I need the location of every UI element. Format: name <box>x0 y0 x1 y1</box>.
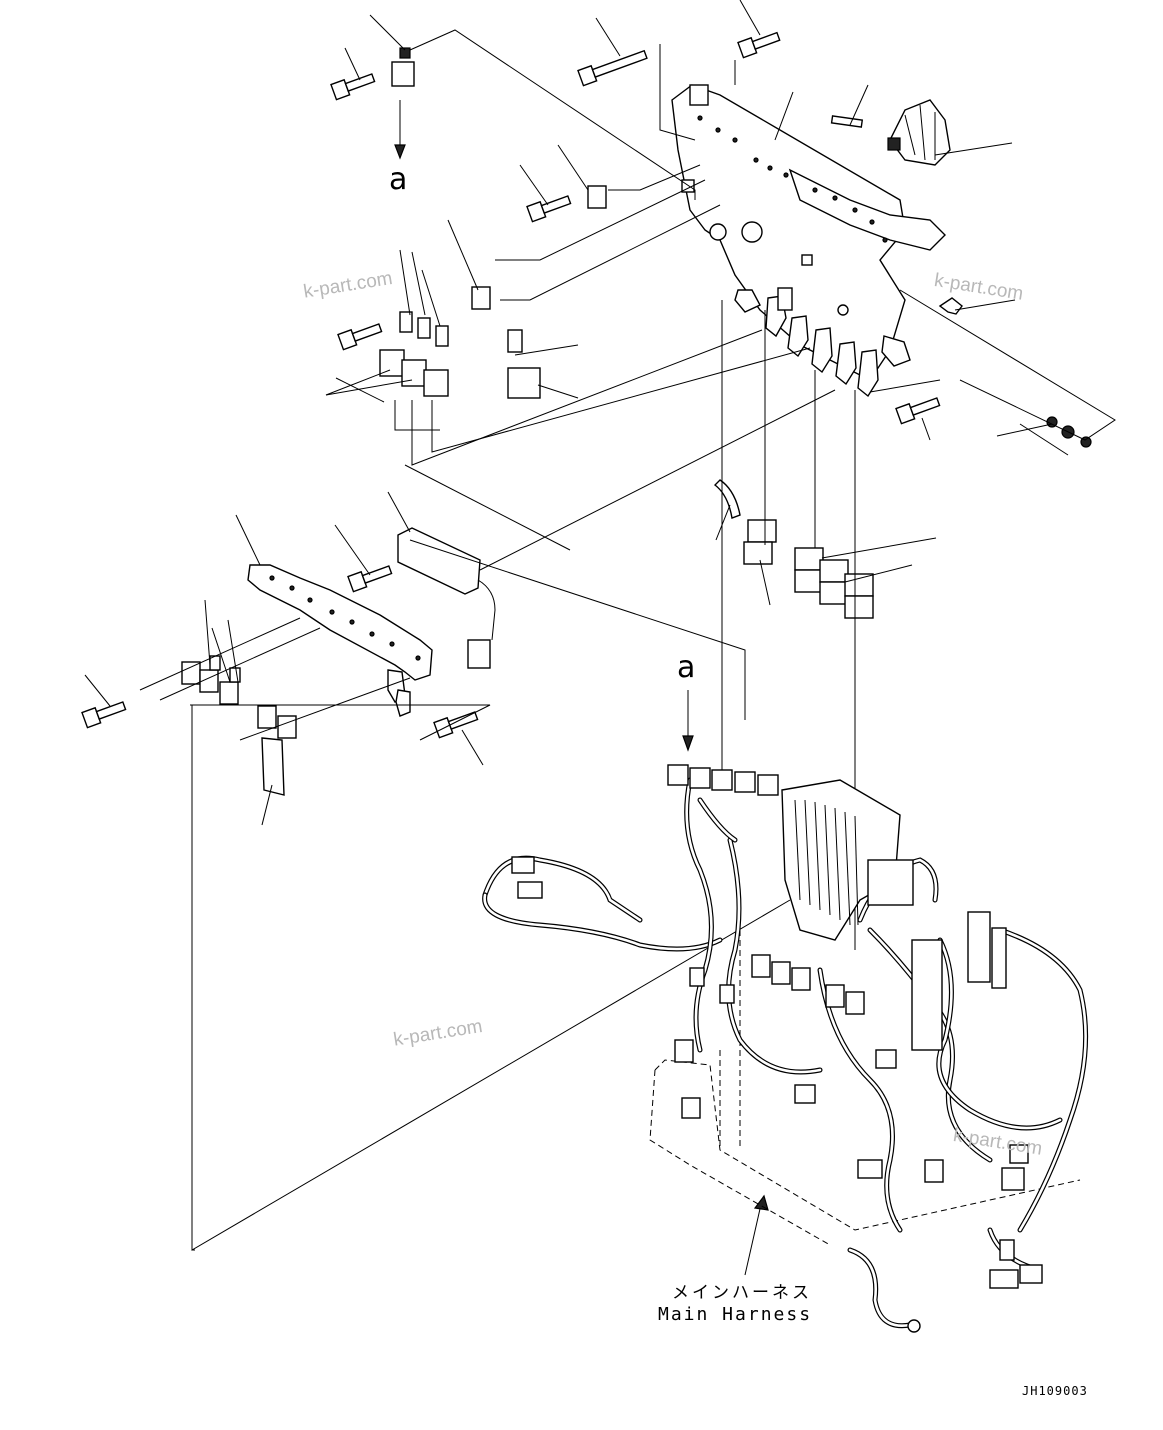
relay-group-upper <box>379 47 607 399</box>
view-reference-label-top: a <box>389 162 408 197</box>
plate-holes <box>697 115 888 243</box>
view-reference-label-harness: a <box>677 650 696 685</box>
drawing-code: JH109003 <box>1022 1384 1088 1398</box>
main-harness-label-jp: メインハーネス <box>672 1283 812 1303</box>
control-unit <box>397 527 496 669</box>
upper-bracket-plate <box>671 84 946 398</box>
main-harness <box>482 764 1089 1333</box>
relay-group-lower-left <box>181 655 297 796</box>
reference-arrows <box>394 100 769 1276</box>
main-harness-label-en: Main Harness <box>658 1304 813 1325</box>
fuse-rows <box>794 799 859 926</box>
leader-lines <box>84 0 1069 826</box>
connector-clip-top-right <box>887 99 951 166</box>
lower-plate-holes <box>269 575 421 661</box>
bolt-group <box>81 31 941 739</box>
fuse-box <box>781 779 901 941</box>
elbow-clip <box>938 297 963 315</box>
assembly-lines <box>139 29 1116 1251</box>
relay-group-center <box>713 479 874 619</box>
lower-bracket-plate <box>247 564 433 717</box>
spacer-strip <box>830 115 864 128</box>
